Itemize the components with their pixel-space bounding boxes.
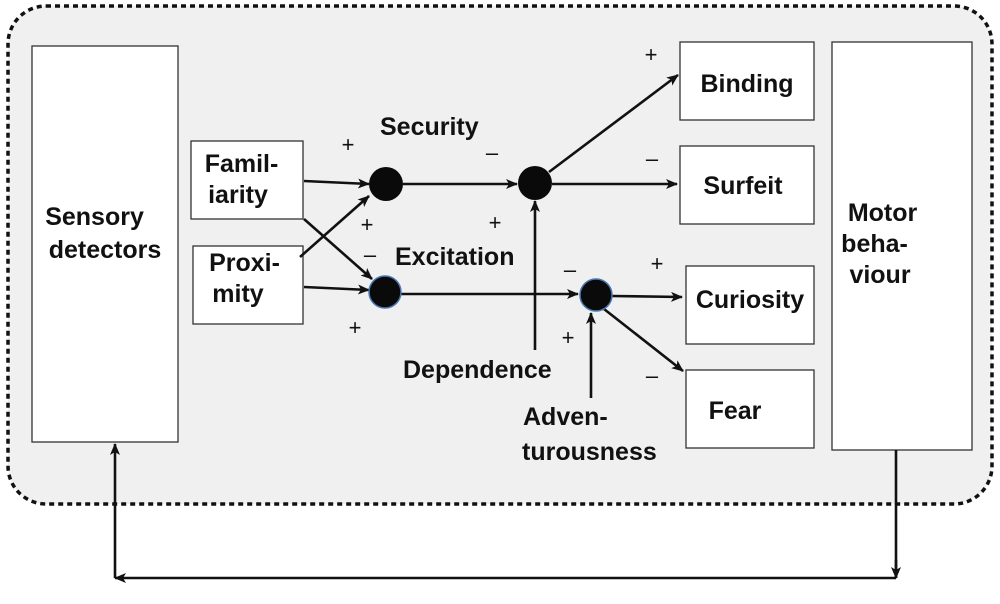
excitation-node: [368, 275, 402, 309]
proximity-to-security-edge: [299, 195, 370, 258]
familiarity-excitation-sign: –: [364, 242, 377, 267]
surfeit-label: Surfeit: [703, 172, 783, 200]
sensory-detectors-label: Sensory detectors: [45, 203, 161, 264]
security-output-node: [518, 166, 552, 200]
sensory-detectors-box: [31, 45, 179, 443]
dependence-label: Dependence: [403, 356, 552, 384]
curiosity-sign: +: [651, 251, 664, 276]
curiosity-label: Curiosity: [696, 286, 804, 314]
excitation-junction-sign: –: [564, 257, 577, 282]
junction-to-fear-edge: [603, 307, 684, 373]
junction-to-binding-edge: [548, 73, 679, 174]
surfeit-sign: –: [646, 146, 659, 171]
familiarity-to-security-edge: [303, 178, 370, 189]
proximity-security-sign: +: [361, 212, 374, 237]
security-junction-sign: –: [486, 140, 499, 165]
familiarity-to-excitation-edge: [303, 218, 373, 280]
proximity-label: Proxi- mity: [209, 249, 287, 308]
fear-label: Fear: [709, 397, 762, 425]
surfeit-box: [679, 145, 815, 225]
binding-sign: +: [645, 42, 658, 67]
fear-sign: –: [646, 363, 659, 388]
familiarity-label: Famil- iarity: [205, 150, 286, 209]
proximity-excitation-sign: +: [349, 315, 362, 340]
binding-label: Binding: [700, 70, 793, 98]
security-label: Security: [380, 113, 479, 141]
junction-to-curiosity-edge: [611, 291, 683, 302]
security-node: [369, 167, 403, 201]
motor-behaviour-box: [831, 41, 973, 451]
fear-box: [685, 369, 815, 449]
curiosity-box: [685, 265, 815, 345]
dependence-sign: +: [489, 210, 502, 235]
adventurousness-label: Adven- turousness: [522, 403, 657, 466]
familiarity-box: [190, 140, 304, 220]
excitation-output-node: [579, 278, 613, 312]
familiarity-security-sign: +: [342, 132, 355, 157]
proximity-box: [192, 245, 304, 325]
binding-box: [679, 41, 815, 121]
proximity-to-excitation-edge: [303, 284, 370, 295]
excitation-label: Excitation: [395, 243, 514, 271]
adventurousness-sign: +: [562, 325, 575, 350]
motor-behaviour-label: Motor beha- viour: [841, 199, 924, 289]
